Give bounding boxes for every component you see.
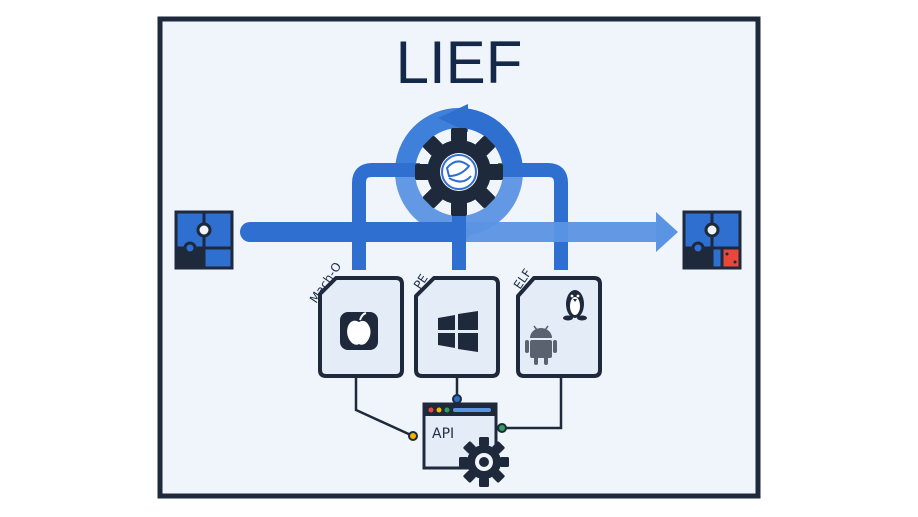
macho-file: Mach-O <box>307 260 404 378</box>
input-binary-puzzle-icon <box>174 210 234 270</box>
transform-arrow <box>240 212 678 252</box>
lief-gear-icon <box>415 128 503 216</box>
android-icon <box>525 325 557 365</box>
api-gear-icon <box>459 437 509 487</box>
connector-dot <box>452 394 462 404</box>
connector-dot <box>497 423 507 433</box>
pe-label: PE <box>411 272 431 292</box>
linux-tux-icon <box>563 290 587 321</box>
windows-icon <box>438 311 478 352</box>
pe-file: PE <box>411 272 500 378</box>
elf-file: ELF <box>511 266 602 378</box>
apple-icon <box>340 312 378 350</box>
output-binary-puzzle-icon <box>682 210 742 270</box>
connector-dot <box>408 431 418 441</box>
title: LIEF <box>396 29 523 96</box>
api-label: API <box>432 426 454 442</box>
